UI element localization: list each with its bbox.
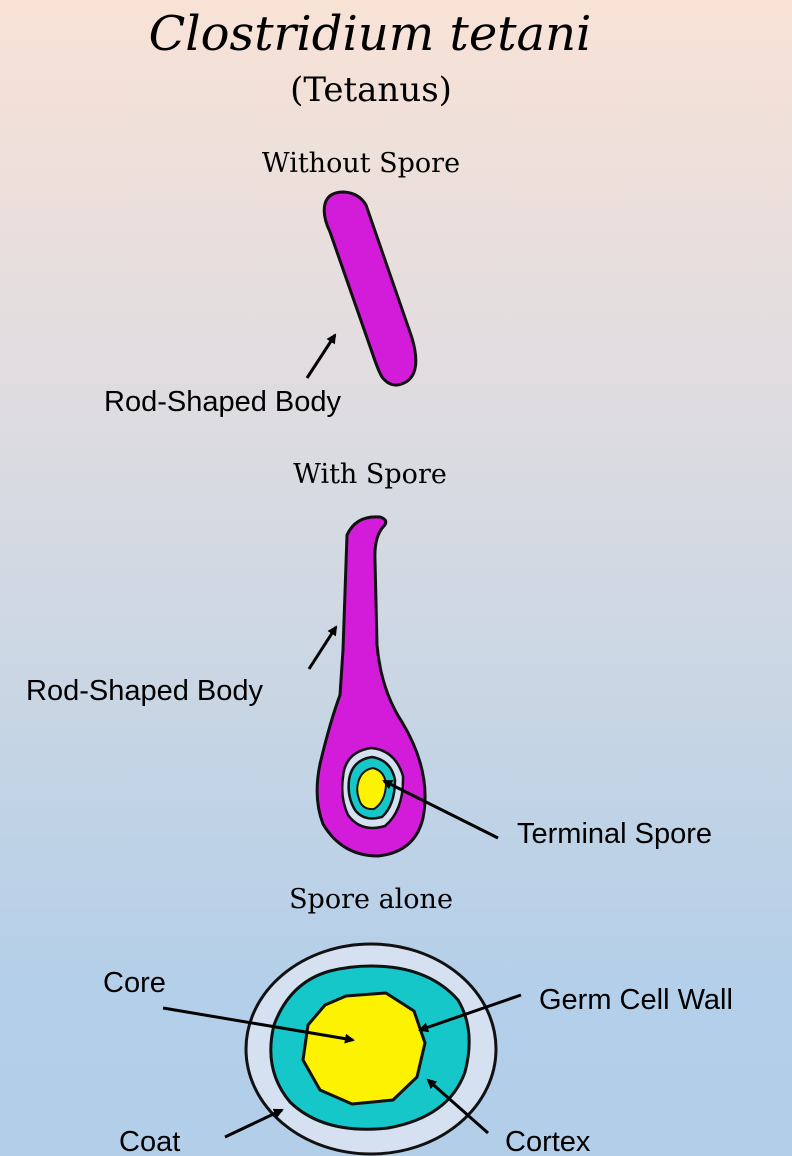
page-subtitle: (Tetanus) [290,70,452,110]
rod-shaped-body-plain [324,192,416,385]
label-coat: Coat [119,1126,180,1156]
page-title: Clostridium tetani [149,6,592,62]
heading-without-spore: Without Spore [262,148,460,179]
label-germ-cell-wall: Germ Cell Wall [539,984,733,1016]
label-core: Core [103,967,166,999]
arrow-rod-body-2 [309,627,336,669]
spore-core [303,993,425,1104]
label-cortex: Cortex [505,1126,591,1156]
heading-with-spore: With Spore [293,459,447,490]
label-terminal-spore: Terminal Spore [517,818,712,850]
arrow-rod-body-1 [307,335,335,378]
label-rod-shaped-body-1: Rod-Shaped Body [104,386,341,418]
heading-spore-alone: Spore alone [289,884,453,915]
arrow-coat [225,1110,282,1137]
label-rod-shaped-body-2: Rod-Shaped Body [26,675,263,707]
